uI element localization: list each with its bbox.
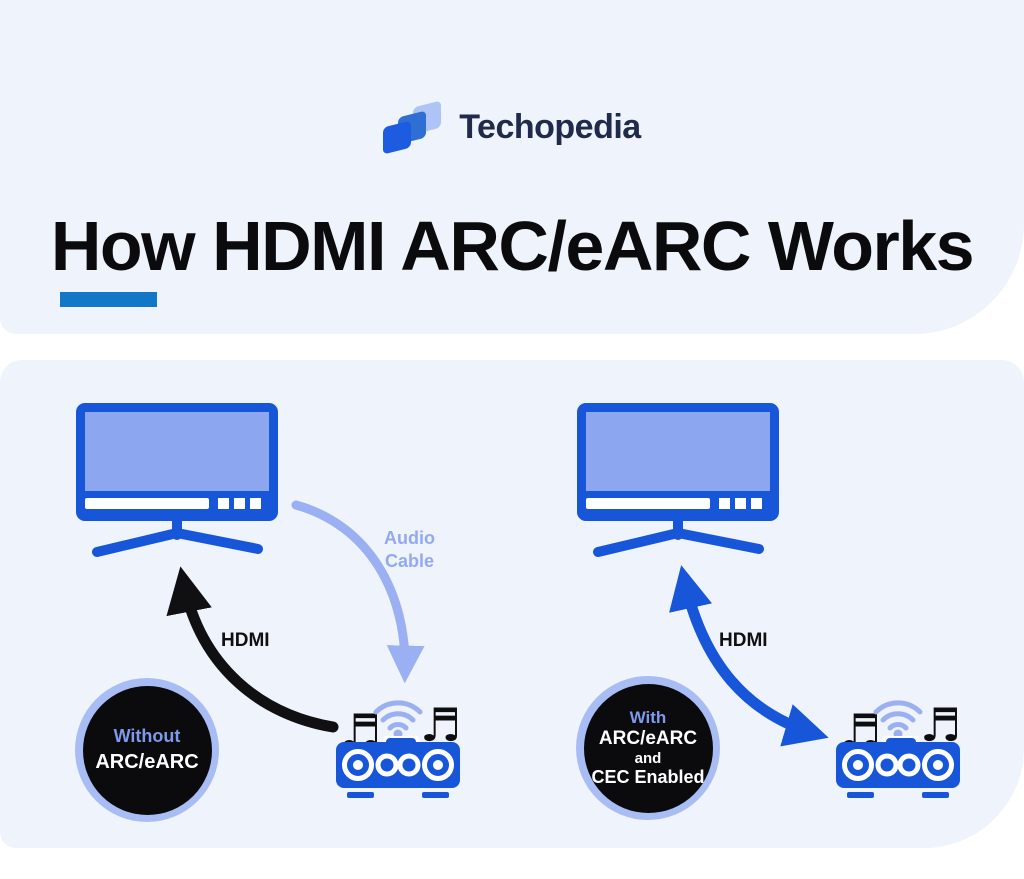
page-title: How HDMI ARC/eARC Works [50, 207, 975, 285]
header-panel [0, 0, 1024, 334]
techopedia-logo-icon [383, 100, 445, 155]
audio-cable-label-line2: Cable [384, 550, 435, 571]
badge-without-arc: Without ARC/eARC [75, 678, 219, 822]
hdmi-label-right: HDMI [719, 630, 768, 651]
badge-right-line3: CEC Enabled [591, 767, 705, 788]
audio-cable-label: Audio Cable [384, 527, 435, 572]
wifi-icon [373, 700, 423, 739]
badge-left-highlight: Without [113, 726, 181, 747]
hdmi-label-left: HDMI [221, 630, 270, 651]
music-note-icon: ♬ [920, 698, 962, 752]
brand-name: Techopedia [459, 107, 641, 146]
music-note-icon: ♬ [420, 698, 462, 752]
badge-with-arc-cec: With ARC/eARC and CEC Enabled [576, 676, 720, 820]
badge-with-arc-cec-inner: With ARC/eARC and CEC Enabled [583, 683, 713, 813]
soundbar-unit-left: ♬ ♬ [330, 694, 466, 798]
soundbar-icon [336, 736, 460, 798]
tv-icon-right [577, 403, 779, 557]
badge-without-arc-inner: Without ARC/eARC [82, 685, 212, 815]
badge-right-line2: and [634, 750, 662, 768]
title-underline [60, 292, 157, 307]
wifi-icon [873, 700, 923, 739]
soundbar-unit-right: ♬ ♬ [830, 694, 966, 798]
badge-right-line1: ARC/eARC [598, 728, 698, 750]
badge-left-line1: ARC/eARC [95, 750, 199, 773]
brand-logo: Techopedia [0, 100, 1024, 155]
soundbar-icon [836, 736, 960, 798]
tv-icon-left [76, 403, 278, 557]
logo-tile-dark [383, 120, 412, 155]
audio-cable-label-line1: Audio [384, 528, 435, 548]
badge-right-highlight: With [629, 708, 667, 728]
